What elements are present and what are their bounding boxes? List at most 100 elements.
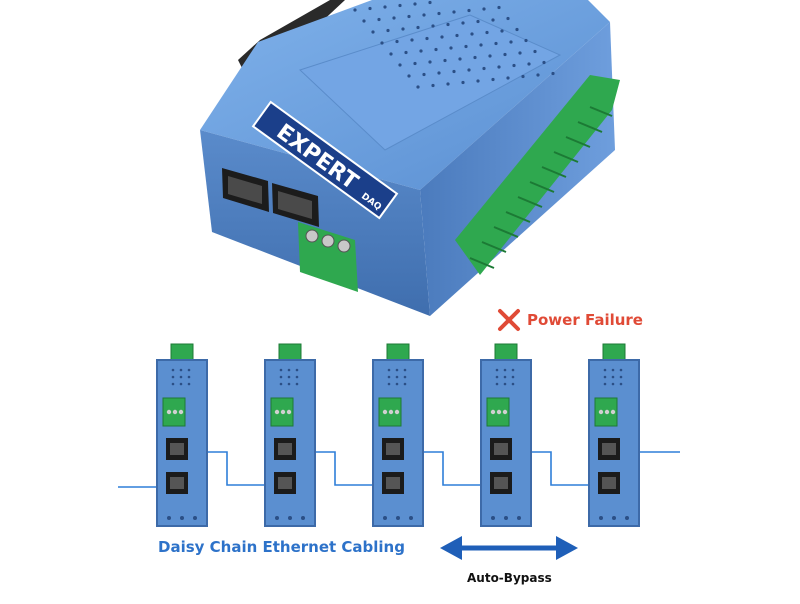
terminal-screw bbox=[610, 409, 616, 415]
vent-hole bbox=[392, 16, 396, 20]
vent-hole bbox=[603, 368, 607, 372]
terminal-screw bbox=[490, 409, 496, 415]
vent-hole bbox=[494, 41, 498, 46]
terminal-screw bbox=[274, 409, 280, 415]
vent-hole bbox=[603, 382, 607, 386]
mounting-hole bbox=[288, 516, 292, 520]
vent-hole bbox=[503, 52, 507, 57]
vent-hole bbox=[279, 375, 283, 379]
chain-device bbox=[264, 343, 316, 527]
terminal-screw bbox=[178, 409, 184, 415]
vent-hole bbox=[353, 8, 357, 12]
vent-hole bbox=[533, 49, 537, 54]
vent-hole bbox=[482, 7, 486, 11]
vent-hole bbox=[287, 375, 291, 379]
vent-hole bbox=[619, 382, 623, 386]
vent-hole bbox=[527, 62, 531, 66]
vent-hole bbox=[416, 85, 420, 89]
vent-hole bbox=[179, 368, 183, 372]
vent-hole bbox=[387, 368, 391, 372]
vent-hole bbox=[506, 16, 510, 21]
vent-hole bbox=[473, 55, 477, 60]
port-jack bbox=[278, 477, 292, 489]
vent-hole bbox=[387, 375, 391, 379]
chain-device bbox=[588, 343, 640, 527]
vent-hole bbox=[407, 74, 411, 78]
vent-hole bbox=[479, 43, 483, 47]
vent-hole bbox=[611, 375, 615, 379]
vent-hole bbox=[371, 30, 375, 34]
mounting-hole bbox=[301, 516, 305, 520]
vent-hole bbox=[416, 25, 420, 30]
bypass-arrow bbox=[440, 536, 578, 560]
port-jack bbox=[494, 443, 508, 455]
terminal-screw bbox=[382, 409, 388, 415]
mounting-hole bbox=[383, 516, 387, 520]
port-jack bbox=[602, 477, 616, 489]
vent-hole bbox=[551, 71, 555, 76]
vent-hole bbox=[446, 82, 450, 86]
vent-hole bbox=[515, 27, 519, 32]
vent-hole bbox=[428, 60, 432, 64]
port-jack bbox=[278, 443, 292, 455]
vent-hole bbox=[389, 52, 393, 56]
vent-hole bbox=[452, 69, 456, 74]
vent-hole bbox=[368, 6, 372, 11]
vent-hole bbox=[464, 44, 468, 49]
vent-hole bbox=[422, 13, 426, 17]
failed-device bbox=[480, 343, 532, 527]
vent-hole bbox=[398, 3, 402, 8]
vent-hole bbox=[536, 73, 540, 77]
mounting-hole bbox=[180, 516, 184, 520]
mounting-hole bbox=[517, 516, 521, 520]
vent-hole bbox=[295, 368, 299, 372]
device-photo: EXPERT DAQ bbox=[200, 0, 620, 316]
double-arrow-icon bbox=[440, 536, 462, 560]
vent-hole bbox=[497, 65, 501, 69]
device-chain bbox=[156, 343, 640, 527]
vent-hole bbox=[495, 382, 499, 386]
vent-hole bbox=[287, 382, 291, 386]
port-jack bbox=[170, 477, 184, 489]
device-top-panel bbox=[299, 14, 562, 151]
vent-hole bbox=[422, 72, 426, 77]
mounting-hole bbox=[193, 516, 197, 520]
mounting-hole bbox=[491, 516, 495, 520]
vent-hole bbox=[403, 375, 407, 379]
terminal-screw bbox=[502, 409, 508, 415]
vent-hole bbox=[503, 368, 507, 372]
vent-hole bbox=[428, 0, 432, 5]
auto-bypass-label: Auto-Bypass bbox=[467, 571, 552, 585]
power-failure-label: Power Failure bbox=[527, 311, 643, 329]
terminal-screw bbox=[172, 409, 178, 415]
port-jack bbox=[602, 443, 616, 455]
vent-hole bbox=[512, 63, 516, 68]
vent-hole bbox=[443, 58, 447, 63]
mounting-hole bbox=[612, 516, 616, 520]
mounting-hole bbox=[275, 516, 279, 520]
vent-hole bbox=[387, 382, 391, 386]
vent-hole bbox=[488, 54, 492, 58]
vent-hole bbox=[506, 76, 510, 80]
vent-hole bbox=[187, 382, 191, 386]
port-jack bbox=[386, 443, 400, 455]
vent-hole bbox=[500, 29, 504, 33]
vent-hole bbox=[491, 18, 495, 22]
vent-hole bbox=[482, 66, 486, 71]
mounting-hole bbox=[167, 516, 171, 520]
device-top-connector bbox=[602, 343, 626, 361]
vent-hole bbox=[377, 17, 381, 22]
vent-hole bbox=[395, 39, 399, 44]
mounting-hole bbox=[504, 516, 508, 520]
vent-hole bbox=[362, 19, 366, 23]
vent-hole bbox=[467, 8, 471, 13]
vent-hole bbox=[413, 2, 417, 6]
vent-hole bbox=[395, 382, 399, 386]
vent-hole bbox=[511, 375, 515, 379]
side-terminal-block bbox=[455, 75, 620, 275]
terminal-screw bbox=[166, 409, 172, 415]
vent-hole bbox=[413, 61, 417, 66]
vent-hole bbox=[452, 10, 456, 14]
